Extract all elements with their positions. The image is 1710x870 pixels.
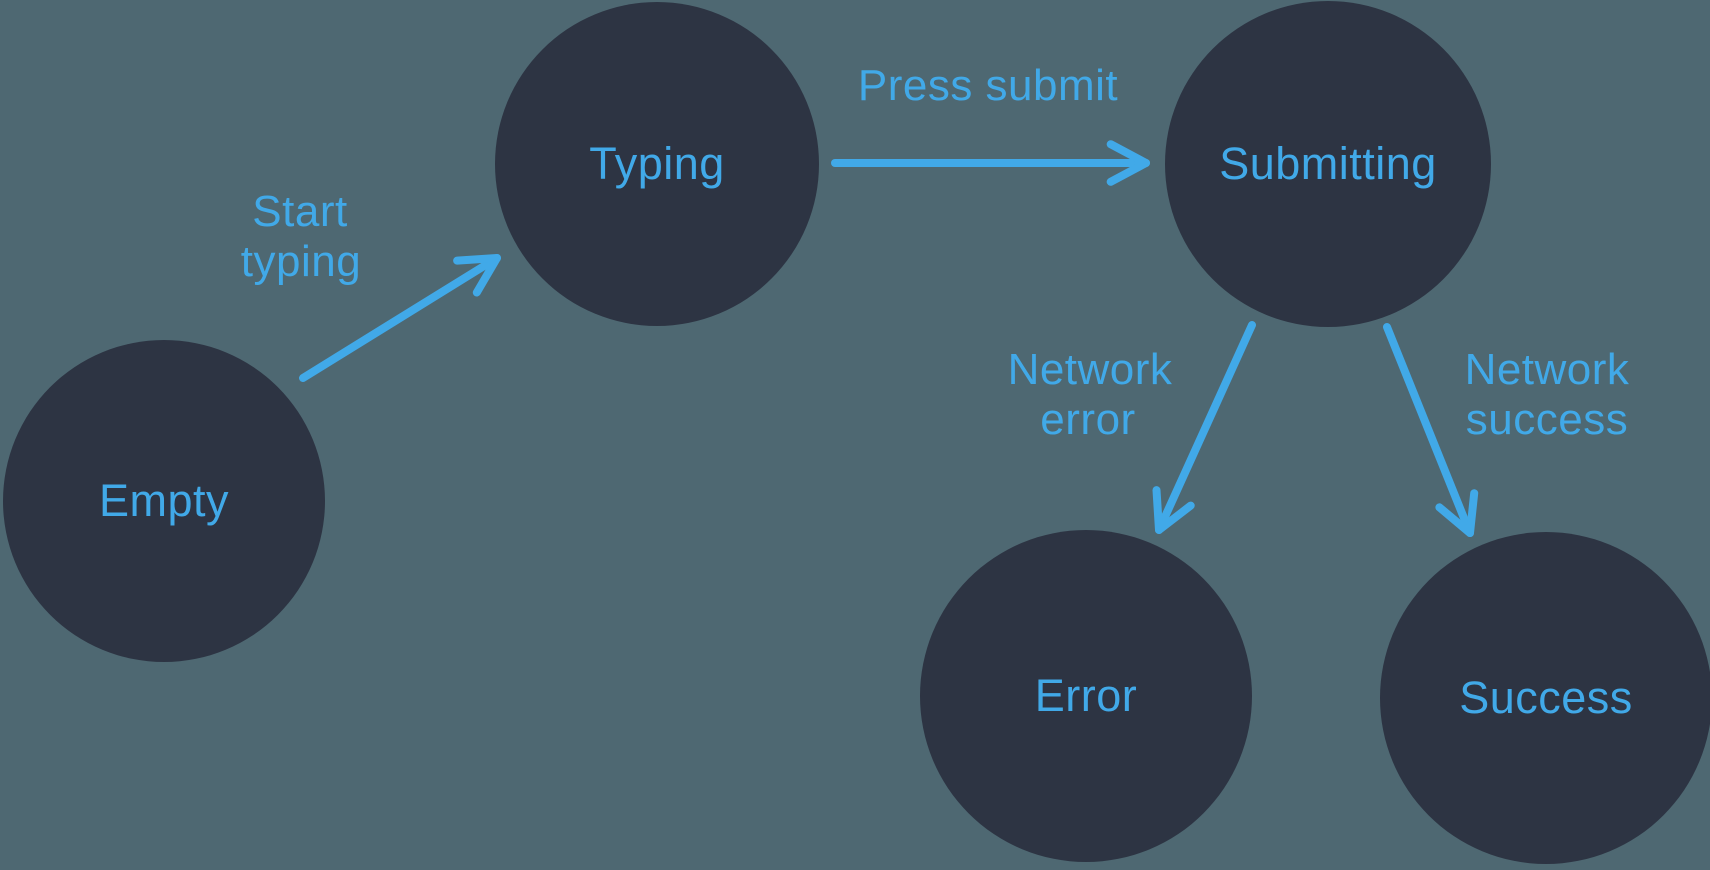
transition-arrow-press-submit (831, 140, 1150, 186)
state-node-empty: Empty (3, 340, 325, 662)
arrowhead-icon-start-typing (453, 254, 501, 297)
transition-label-network-error-line-2: error (1040, 395, 1136, 444)
transition-label-network-success-line-2: success (1465, 395, 1629, 444)
arrow-shaft-network-error (1155, 321, 1256, 534)
arrowhead-icon-network-success (1435, 489, 1479, 537)
arrowhead-icon-network-error (1152, 486, 1195, 534)
state-label-error: Error (1034, 670, 1138, 721)
state-label-empty: Empty (98, 475, 230, 526)
transition-label-network-success-line-1: Network (1464, 345, 1630, 394)
arrow-shaft-start-typing (299, 254, 501, 382)
transition-label-network-error-line-1: Network (1007, 345, 1173, 394)
arrowhead-icon-press-submit (1106, 140, 1150, 186)
state-node-submitting: Submitting (1165, 1, 1491, 327)
transition-arrow-network-success (1383, 323, 1479, 537)
transition-label-start-typing-line-2: typing (240, 237, 362, 286)
transition-label-start-typing-line-1: Start (252, 187, 348, 236)
transition-arrow-start-typing (299, 254, 501, 382)
state-label-typing: Typing (589, 138, 725, 189)
state-label-success: Success (1459, 672, 1633, 723)
state-node-typing: Typing (495, 2, 819, 326)
transition-label-press-submit-line-1: Press submit (857, 61, 1119, 110)
transition-arrow-network-error (1152, 321, 1256, 534)
state-label-submitting: Submitting (1219, 138, 1437, 189)
state-node-success: Success (1380, 532, 1710, 864)
state-node-error: Error (920, 530, 1252, 862)
arrow-shaft-network-success (1383, 323, 1474, 537)
